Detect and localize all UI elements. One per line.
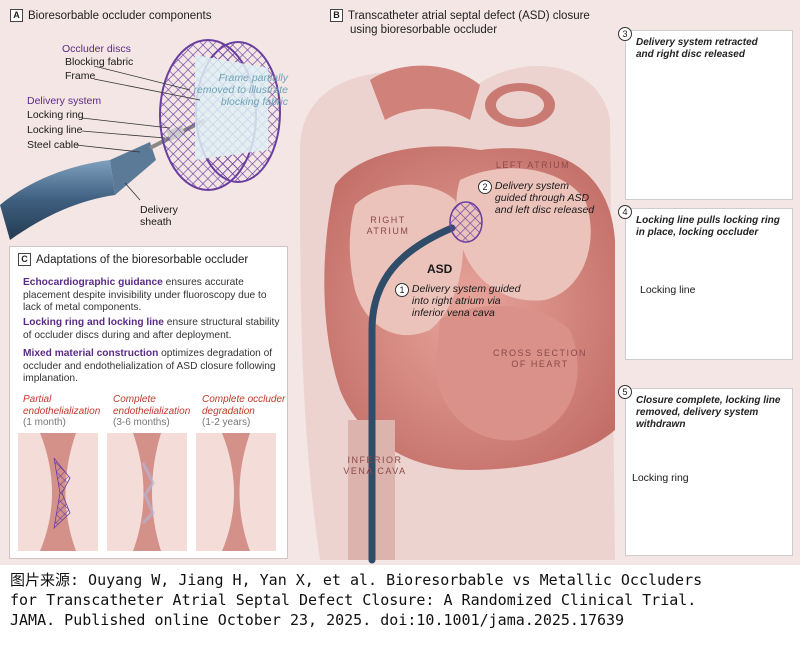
label-frame: Frame (65, 70, 96, 82)
stage-complete-degradation: Complete occluder degradation (1-2 years… (202, 394, 286, 428)
step-2-number: 2 (478, 180, 492, 194)
label-delivery-system: Delivery system (27, 95, 102, 107)
panel-c-paragraph-1: Echocardiographic guidance ensures accur… (23, 277, 267, 313)
label-left-atrium: LEFT ATRIUM (495, 160, 571, 170)
label-locking-ring: Locking ring (27, 109, 84, 121)
step-2-callout: 2 Delivery system guided through ASD and… (478, 180, 594, 216)
label-steel-cable: Steel cable (27, 139, 79, 151)
stage-partial-endothelialization: Partial endothelialization (1 month) (23, 394, 101, 428)
panel-c-paragraph-2: Locking ring and locking line ensure str… (23, 317, 280, 341)
step-4-caption: Locking line pulls locking ring in place… (636, 215, 780, 238)
label-occluder-discs: Occluder discs (62, 43, 131, 55)
step-4-number: 4 (618, 205, 632, 219)
label-cross-section: CROSS SECTION OF HEART (492, 348, 587, 369)
step-1-number: 1 (395, 283, 409, 297)
panel-b-tag: B (330, 9, 343, 23)
label-locking-line-step4: Locking line (640, 284, 696, 296)
step-4-box: 4 Locking line pulls locking ring in pla… (618, 205, 793, 360)
step-3-caption: Delivery system retracted and right disc… (636, 37, 758, 60)
label-right-atrium: RIGHT ATRIUM (366, 215, 410, 236)
step-1-callout: 1 Delivery system guided into right atri… (395, 283, 520, 319)
image-source-credit: 图片来源: Ouyang W, Jiang H, Yan X, et al. B… (10, 571, 703, 629)
frame-note: Frame partially removed to illustrate bl… (193, 72, 288, 108)
label-locking-ring-step5: Locking ring (632, 472, 689, 484)
step-5-caption: Closure complete, locking line removed, … (636, 395, 781, 430)
panel-c-tiles (18, 433, 276, 551)
heart-cross-section-illustration (300, 65, 615, 560)
step-5-number: 5 (618, 385, 632, 399)
stage-complete-endothelialization: Complete endothelialization (3-6 months) (113, 394, 191, 428)
panel-a-tag: A (10, 9, 23, 23)
label-blocking-fabric: Blocking fabric (65, 56, 134, 68)
step-3-number: 3 (618, 27, 632, 41)
label-locking-line: Locking line (27, 124, 83, 136)
step-3-box: 3 Delivery system retracted and right di… (618, 27, 793, 200)
label-inferior-vena-cava: INFERIOR VENA CAVA (343, 455, 407, 476)
label-asd: ASD (427, 262, 453, 276)
label-delivery-sheath: Delivery sheath (140, 204, 178, 228)
occluder-mesh-illustration (159, 39, 281, 191)
step-5-box: 5 Closure complete, locking line removed… (618, 385, 793, 556)
panel-c-paragraph-3: Mixed material construction optimizes de… (23, 348, 276, 384)
panel-c-tag: C (18, 253, 31, 267)
